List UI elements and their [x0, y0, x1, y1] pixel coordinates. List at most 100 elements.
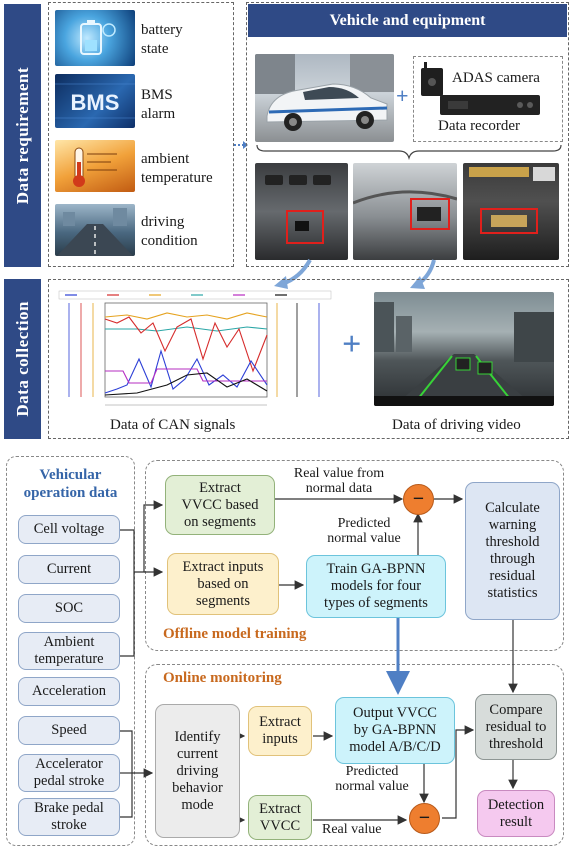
- vehicle-header-title: Vehicle and equipment: [329, 11, 486, 29]
- minus-circle-top: −: [403, 484, 434, 515]
- battery-state-image: [55, 10, 135, 66]
- box-line: models for four: [330, 578, 422, 594]
- box-line: Extract inputs: [182, 558, 264, 575]
- box-line: Calculate: [485, 500, 540, 516]
- input-label: SOC: [54, 600, 84, 616]
- calculate-threshold-box: Calculate warning threshold through resi…: [465, 482, 560, 620]
- input-brake-pedal: Brake pedal stroke: [18, 798, 120, 836]
- identify-mode-box: Identify current driving behavior mode: [155, 704, 240, 838]
- box-line: mode: [181, 796, 214, 813]
- input-label: Accelerator: [35, 756, 103, 772]
- box-line: model A/B/C/D: [349, 739, 441, 755]
- input-cell-voltage: Cell voltage: [18, 515, 120, 544]
- input-acceleration: Acceleration: [18, 677, 120, 706]
- vehicle-panel: [246, 2, 569, 267]
- input-label: Brake pedal: [34, 800, 104, 816]
- online-monitoring-title: Online monitoring: [163, 670, 282, 686]
- input-current: Current: [18, 555, 120, 584]
- installation-photo-2: [353, 163, 457, 260]
- offline-training-title: Offline model training: [163, 626, 307, 642]
- driving-video-frame: [374, 292, 554, 406]
- box-line: result: [499, 813, 533, 830]
- installation-photo-3: [463, 163, 559, 260]
- extract-vvcc-segments-box: Extract VVCC based on segments: [165, 475, 275, 535]
- output-vvcc-box: Output VVCC by GA-BPNN model A/B/C/D: [335, 697, 455, 764]
- requirement-ambient-temperature: ambient temperature: [141, 150, 213, 188]
- input-soc: SOC: [18, 594, 120, 623]
- battery-icon: [80, 20, 116, 55]
- box-line: types of segments: [324, 595, 428, 611]
- input-label: Current: [46, 561, 92, 577]
- box-line: warning: [488, 517, 537, 533]
- input-label: temperature: [34, 651, 104, 667]
- vehicular-title-line: operation data: [23, 485, 118, 501]
- box-line: Extract: [259, 800, 301, 817]
- vehicular-data-title: Vehicular operation data: [6, 466, 135, 502]
- requirement-line: condition: [141, 233, 198, 249]
- collection-panel: [48, 279, 569, 439]
- adas-camera-label: ADAS camera: [452, 70, 540, 86]
- vehicular-title-line: Vehicular: [39, 467, 102, 483]
- real-value-label: Real value: [322, 822, 382, 837]
- box-line: on segments: [183, 513, 257, 530]
- input-ambient-temperature: Ambient temperature: [18, 632, 120, 670]
- online-monitoring-panel: [145, 664, 564, 846]
- box-line: residual: [489, 568, 536, 584]
- minus-sign: −: [418, 807, 431, 829]
- equipment-box: [413, 56, 563, 142]
- box-line: threshold: [485, 534, 540, 550]
- input-label: stroke: [51, 817, 87, 833]
- installation-brace: [256, 144, 562, 161]
- train-gabpnn-box: Train GA-BPNN models for four types of s…: [306, 555, 446, 618]
- requirement-line: driving: [141, 214, 185, 230]
- extract-inputs-box: Extract inputs: [248, 706, 312, 756]
- box-line: VVCC: [259, 817, 301, 834]
- collection-plus: +: [342, 326, 362, 363]
- requirement-line: BMS: [141, 87, 173, 103]
- can-signal-chart-icon: [58, 290, 332, 406]
- box-line: threshold: [489, 735, 543, 752]
- driving-condition-image: [55, 204, 135, 256]
- input-accelerator-pedal: Accelerator pedal stroke: [18, 754, 120, 792]
- recorder-icon: [421, 62, 443, 96]
- driving-video-caption: Data of driving video: [392, 417, 521, 433]
- minus-circle-bottom: −: [409, 803, 440, 834]
- predicted-normal-top-label: Predicted normal value: [318, 516, 410, 546]
- input-label: Ambient: [43, 634, 95, 650]
- box-line: inputs: [262, 731, 298, 747]
- extract-inputs-segments-box: Extract inputs based on segments: [167, 553, 279, 615]
- requirement-line: battery: [141, 22, 183, 38]
- box-line: VVCC based: [181, 496, 259, 513]
- offline-training-panel: [145, 460, 564, 651]
- vehicle-photo: [255, 54, 394, 142]
- recorder-panel-icon: [448, 101, 533, 109]
- requirements-panel: [48, 2, 234, 267]
- predicted-normal-bottom-label: Predicted normal value: [326, 764, 418, 794]
- requirement-line: state: [141, 41, 169, 57]
- compare-residual-box: Compare residual to threshold: [475, 694, 557, 760]
- camera-mount-icon: [469, 167, 555, 234]
- label-line: Predicted: [345, 764, 399, 779]
- recorder-device-image: [418, 62, 446, 98]
- detection-result-box: Detection result: [477, 790, 555, 837]
- vehicle-plus: +: [396, 83, 409, 108]
- recorder-body-image: [440, 95, 540, 115]
- real-value-normal-label: Real value from normal data: [278, 466, 400, 496]
- car-icon: [255, 54, 394, 131]
- box-line: Extract: [199, 479, 241, 496]
- vehicle-header: Vehicle and equipment: [248, 4, 567, 37]
- box-line: through: [489, 551, 536, 567]
- requirement-battery-state: battery state: [141, 21, 183, 59]
- data-collection-sidebar: Data collection: [4, 279, 41, 439]
- input-label: Acceleration: [31, 683, 107, 699]
- panel-connector-arrow: [234, 141, 248, 149]
- thermometer-icon: [73, 147, 117, 187]
- requirement-line: temperature: [141, 170, 213, 186]
- bms-alarm-image: BMS: [55, 74, 135, 128]
- input-label: Speed: [51, 722, 87, 738]
- installation-photo-1: [255, 163, 348, 260]
- label-line: Predicted: [337, 516, 391, 531]
- box-line: Extract: [259, 714, 301, 730]
- box-line: Compare: [489, 701, 543, 718]
- requirement-driving-condition: driving condition: [141, 213, 198, 251]
